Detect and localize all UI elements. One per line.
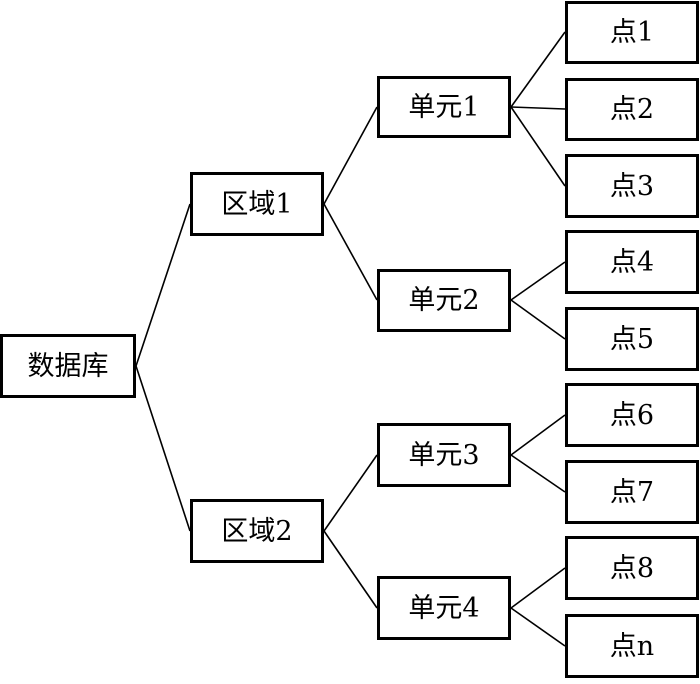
node-point-3: 点3: [565, 154, 699, 218]
node-unit-2: 单元2: [377, 269, 511, 332]
edge-root-r2: [135, 365, 191, 532]
edge-r1-u2: [323, 203, 378, 301]
node-point-1: 点1: [565, 1, 699, 64]
node-point-8: 点8: [565, 536, 699, 600]
edge-u3-p6: [510, 414, 566, 456]
node-unit-3: 单元3: [377, 423, 511, 487]
node-region-1: 区域1: [190, 172, 324, 236]
node-unit-4: 单元4: [377, 576, 511, 640]
node-root-database: 数据库: [0, 334, 136, 398]
node-unit-1: 单元1: [377, 76, 511, 138]
edge-r2-u3: [323, 454, 378, 532]
edge-u4-p8: [510, 567, 566, 609]
edge-u1-p1: [510, 31, 566, 108]
edge-u2-p5: [510, 299, 566, 340]
node-point-n: 点n: [565, 614, 699, 678]
edge-u1-p3: [510, 106, 566, 187]
node-region-2: 区域2: [190, 499, 324, 563]
edge-r2-u4: [323, 530, 378, 609]
edge-u4-pn: [510, 607, 566, 647]
node-point-6: 点6: [565, 383, 699, 447]
edge-u2-p4: [510, 261, 566, 301]
edge-root-r1: [135, 203, 191, 367]
edge-u3-p7: [510, 454, 566, 493]
node-point-7: 点7: [565, 460, 699, 524]
node-point-2: 点2: [565, 78, 699, 141]
node-point-4: 点4: [565, 230, 699, 294]
edge-r1-u1: [323, 106, 378, 205]
edge-u1-p2: [510, 106, 566, 110]
node-point-5: 点5: [565, 307, 699, 371]
